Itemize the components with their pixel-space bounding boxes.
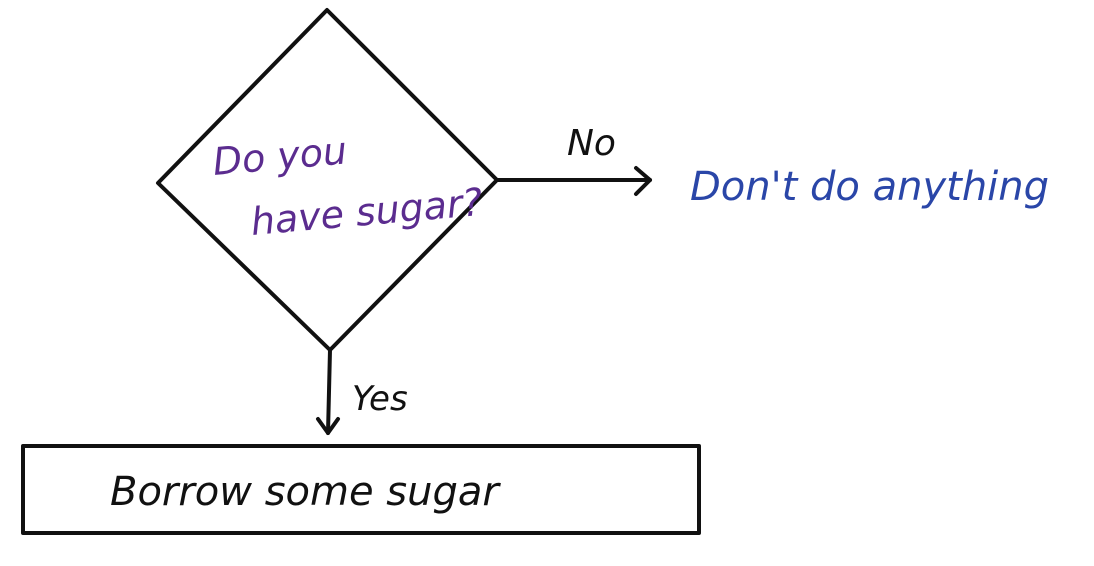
yes-branch-arrow-line [326, 348, 332, 435]
decision-diamond [156, 8, 499, 352]
yes-branch-arrowhead [316, 417, 340, 435]
process-box [21, 444, 701, 535]
yes-branch-label: Yes [352, 379, 408, 419]
no-branch-label: No [567, 123, 616, 164]
process-box-label: Borrow some sugar [110, 469, 501, 515]
decision-question-line1: Do you [211, 128, 349, 184]
no-branch-outcome: Don't do anything [690, 164, 1049, 210]
no-branch-arrowhead [634, 166, 652, 196]
decision-question-line2: have sugar? [249, 180, 484, 244]
